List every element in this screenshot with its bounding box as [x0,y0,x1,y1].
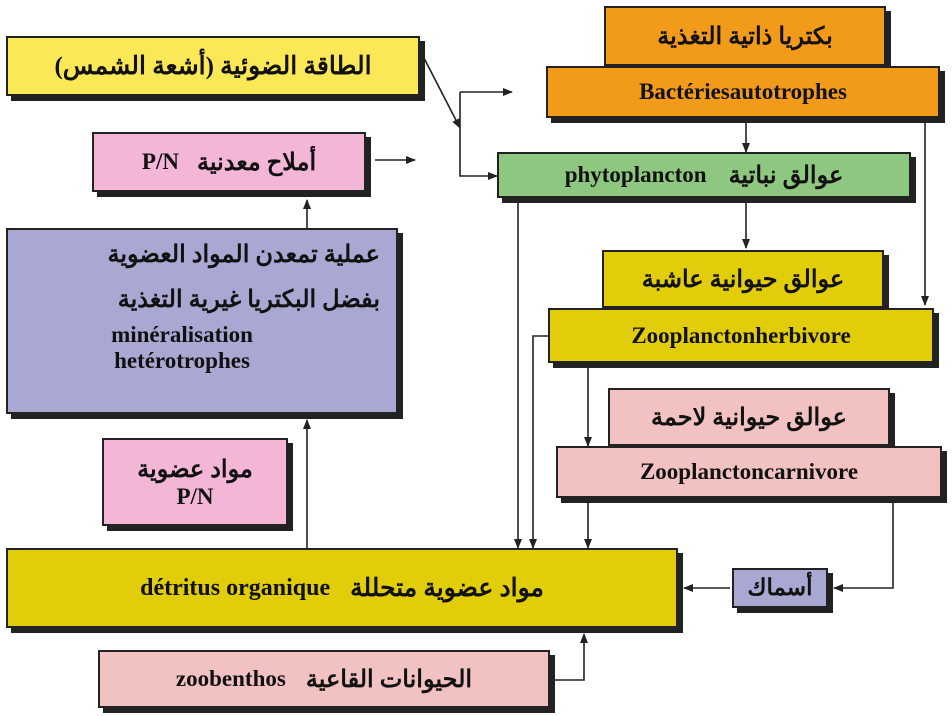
zoo-carnivore-arabic-box: عوالق حيوانية لاحمة [608,388,890,446]
arrow-herbivore-to-detritus [529,335,548,549]
zoobenthos-box: zoobenthos الحيوانات القاعية [98,650,550,708]
zoo-herbivore-fr: Zooplanctonherbivore [631,322,851,348]
organic-matter-ar: مواد عضوية [137,456,253,483]
light-energy-box: الطاقة الضوئية (أشعة الشمس) [6,36,420,96]
bacteria-arabic-box: بكتريا ذاتية التغذية [604,6,886,66]
detritus-ar: مواد عضوية متحللة [350,575,544,602]
mineralisation-fr-line1: minéralisation [111,322,253,347]
phytoplankton-fr: phytoplancton [564,162,707,187]
detritus-box: détritus organique مواد عضوية متحللة [6,548,678,628]
zoo-carnivore-ar: عوالق حيوانية لاحمة [651,404,847,431]
mineralisation-box: عملية تمعدن المواد العضوية بفضل البكتريا… [6,228,398,414]
mineralisation-ar-line1: عملية تمعدن المواد العضوية [107,242,380,268]
mineralisation-ar-line2: بفضل البكتريا غيرية التغذية [117,287,380,313]
zoo-carnivore-french-box: Zooplanctoncarnivore [556,446,942,498]
organic-matter-box: مواد عضوية P/N [102,438,288,526]
arrow-carnivore-to-fish [833,500,894,592]
mineral-salts-fr: P/N [141,149,179,174]
zoobenthos-ar: الحيوانات القاعية [305,666,473,693]
zoo-herbivore-ar: عوالق حيوانية عاشبة [641,266,845,293]
light-energy-label: الطاقة الضوئية (أشعة الشمس) [54,53,372,80]
fish-box: أسماك [732,568,828,608]
arrow-light-to-junction [423,57,461,129]
zoobenthos-fr: zoobenthos [175,666,286,691]
mineral-salts-box: P/N أملاح معدنية [92,132,366,192]
mineral-salts-ar: أملاح معدنية [196,149,317,176]
bacteria-fr: Bactériesautotrophes [639,79,847,104]
phytoplankton-ar: عوالق نباتية [728,162,844,189]
mineralisation-fr-line2: hetérotrophes [114,348,250,373]
arrow-zoobenthos-to-detritus [555,633,588,681]
fish-ar: أسماك [747,575,813,600]
phytoplankton-box: phytoplancton عوالق نباتية [497,152,911,198]
bacteria-french-box: Bactériesautotrophes [546,66,940,118]
zoo-herbivore-french-box: Zooplanctonherbivore [548,308,934,363]
arrow-junction-to-phyto [459,92,498,180]
bacteria-ar: بكتريا ذاتية التغذية [657,23,833,50]
zoo-carnivore-fr: Zooplanctoncarnivore [639,459,859,484]
detritus-fr: détritus organique [140,574,331,601]
zoo-herbivore-arabic-box: عوالق حيوانية عاشبة [602,250,884,308]
organic-matter-fr: P/N [176,483,214,509]
